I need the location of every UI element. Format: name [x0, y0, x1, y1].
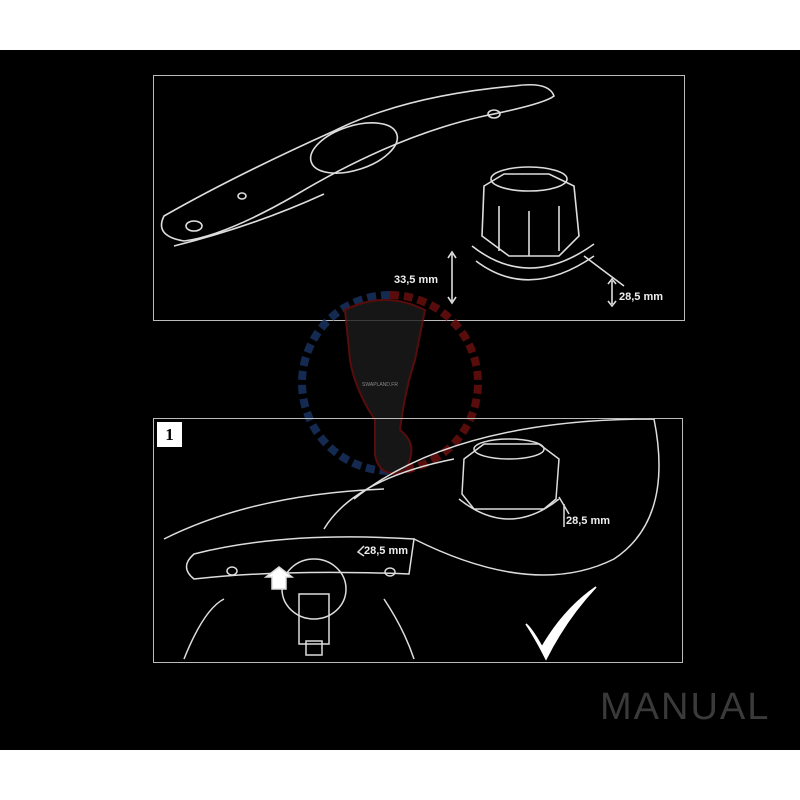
installed-plate-drawing [163, 419, 660, 661]
plate-center-hole [309, 122, 399, 174]
brand-label: MANUAL [600, 686, 771, 728]
swapland-watermark-logo [298, 291, 482, 475]
piston-rod-icon [343, 299, 427, 474]
watermark-text: SWAPLAND.FR [362, 382, 398, 388]
dimension-label-base: 28,5 mm [619, 291, 664, 303]
nut-detail-drawing [458, 438, 560, 520]
upward-arrow-icon [263, 566, 295, 590]
detail-circle [353, 419, 660, 576]
dimension-label-height: 33,5 mm [394, 274, 439, 286]
nut-drawing [471, 166, 595, 281]
hub-drawing [281, 558, 347, 620]
illustration-panel-step-1: 1 28,5 mm 28,5 mm [153, 418, 683, 663]
plate-hole-small [237, 192, 247, 200]
dimension-label-main: 28,5 mm [364, 545, 409, 557]
plate-hole-right [487, 109, 501, 119]
plate-and-nut-drawing [160, 83, 625, 308]
plate-outline [160, 83, 555, 242]
dim-arrow-height [447, 250, 457, 305]
dimension-label-detail: 28,5 mm [566, 515, 611, 527]
check-mark-icon [525, 586, 597, 661]
illustration-panel-top: 33,5 mm 28,5 mm [153, 75, 685, 321]
plate-hole-left [185, 220, 203, 232]
step-number-badge: 1 [157, 422, 182, 447]
dim-arrow-base [583, 255, 625, 308]
